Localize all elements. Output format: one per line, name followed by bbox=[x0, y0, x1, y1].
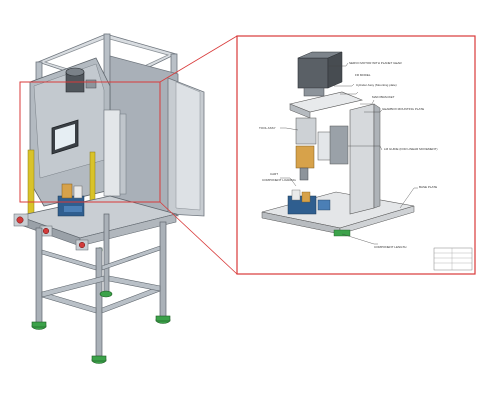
callout-fr-model: FR MODEL bbox=[355, 73, 371, 77]
callout-tool-assy: TOOL ASSY bbox=[259, 126, 276, 130]
servo-motor bbox=[297, 51, 343, 97]
component-fixture bbox=[287, 189, 351, 237]
callout-cart: CART bbox=[270, 172, 278, 176]
highlight-box bbox=[19, 81, 161, 203]
callout-component-length: COMPONENT LENGTH bbox=[374, 245, 406, 249]
leveling-feet bbox=[31, 290, 171, 364]
title-block bbox=[433, 247, 473, 271]
detail-drawing: SERVO MOTOR WITH PLANET GEAR FR MODEL Cy… bbox=[236, 35, 476, 275]
stand-crossbars bbox=[41, 245, 161, 314]
callout-lm-guide: LM GUIDE (FOR LINEAR MOVEMENT) bbox=[384, 147, 438, 151]
callout-leaders bbox=[280, 62, 418, 245]
callout-main-bracket: MAIN BRACKET bbox=[372, 95, 395, 99]
tooling bbox=[57, 183, 85, 217]
callout-servo-motor: SERVO MOTOR WITH PLANET GEAR bbox=[349, 61, 403, 65]
callout-gearbox-plate: GEARBOX MOUNTING PLATE bbox=[382, 107, 424, 111]
main-bracket bbox=[349, 103, 375, 215]
column bbox=[103, 109, 121, 197]
tool-assembly bbox=[295, 117, 349, 181]
callout-cylinder-assy: Cylinder Assy (Mounting plate) bbox=[356, 83, 397, 87]
callout-component-loading: COMPONENT LOADING bbox=[262, 178, 296, 182]
callout-base-plate: BASE PLATE bbox=[419, 185, 437, 189]
machine-assembly bbox=[13, 33, 205, 364]
leader-line-top bbox=[159, 35, 238, 83]
light-curtain-left bbox=[27, 149, 35, 217]
leader-line-bottom bbox=[159, 201, 238, 275]
hmi-screen bbox=[51, 119, 79, 155]
